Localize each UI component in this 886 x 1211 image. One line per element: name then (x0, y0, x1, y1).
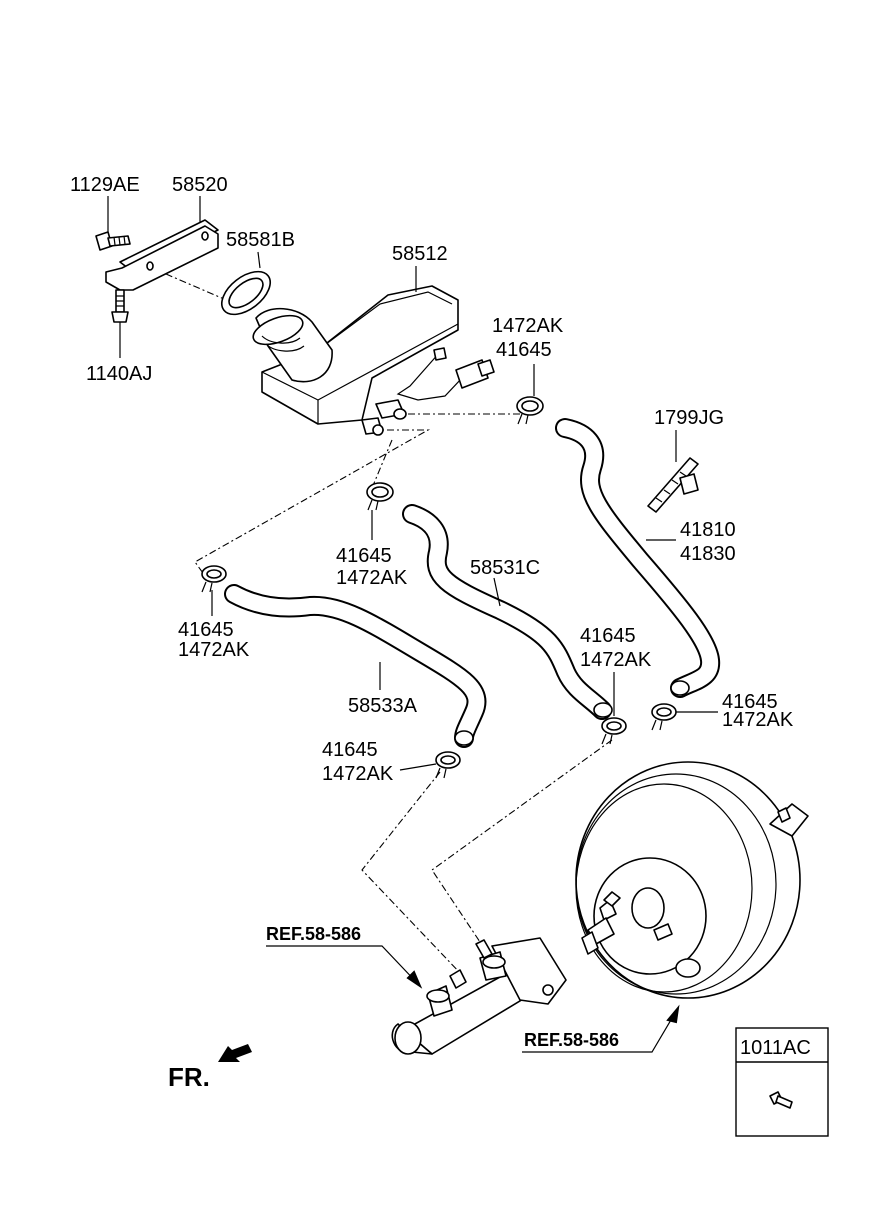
label-41645-low: 41645 (322, 739, 378, 761)
label-58533a: 58533A (348, 695, 418, 717)
ref-arrow-master (266, 945, 423, 989)
seal-58581b (221, 270, 271, 316)
label-58531c: 58531C (470, 557, 540, 579)
label-front: FR. (168, 1062, 210, 1092)
label-41810: 41810 (680, 519, 736, 541)
label-41645-mid: 41645 (336, 545, 392, 567)
label-ref-master-cylinder: REF.58-586 (266, 924, 361, 944)
label-41830: 41830 (680, 543, 736, 565)
bracket-58520 (105, 219, 219, 291)
label-1472ak-right: 1472AK (722, 709, 794, 731)
label-1140aj: 1140AJ (86, 363, 152, 385)
label-1011ac: 1011AC (740, 1037, 811, 1059)
clip-low (435, 751, 461, 779)
brake-booster (575, 761, 809, 999)
label-1472ak-low: 1472AK (322, 763, 394, 785)
ref-arrow-booster (522, 1004, 680, 1053)
reservoir-58512 (252, 285, 495, 436)
labels: 1129AE 58520 58581B 58512 1140AJ 1472AK … (70, 174, 811, 1092)
label-58520: 58520 (172, 174, 228, 196)
bolt-1140aj (111, 289, 129, 323)
leader-lines (107, 196, 718, 771)
clip-mid (366, 482, 394, 511)
label-1799jg: 1799JG (654, 407, 724, 429)
label-1472ak-left: 1472AK (178, 639, 250, 661)
tie-strap-1799jg (647, 457, 699, 513)
label-58512: 58512 (392, 243, 448, 265)
part-box-1011ac (735, 1027, 829, 1137)
label-41645-top: 41645 (496, 339, 552, 361)
hose-41810 (555, 418, 721, 698)
clip-rmid (601, 717, 627, 745)
front-arrow-icon (218, 1044, 252, 1062)
label-1129ae: 1129AE (70, 174, 140, 196)
label-1472ak-mid: 1472AK (336, 567, 408, 589)
master-cylinder (391, 937, 567, 1055)
clip-right (651, 703, 677, 731)
label-41645-right: 41645 (722, 691, 778, 713)
label-41645-rmid: 41645 (580, 625, 636, 647)
clip-top (516, 396, 544, 425)
label-1472ak-top: 1472AK (492, 315, 564, 337)
label-1472ak-rmid: 1472AK (580, 649, 652, 671)
clip-left (201, 565, 227, 593)
bolt-1129ae (95, 231, 131, 251)
label-ref-booster: REF.58-586 (524, 1030, 619, 1050)
label-41645-left: 41645 (178, 619, 234, 641)
label-58581b: 58581B (226, 229, 295, 251)
hose-58533a (224, 584, 487, 748)
hose-58531c (402, 504, 613, 720)
